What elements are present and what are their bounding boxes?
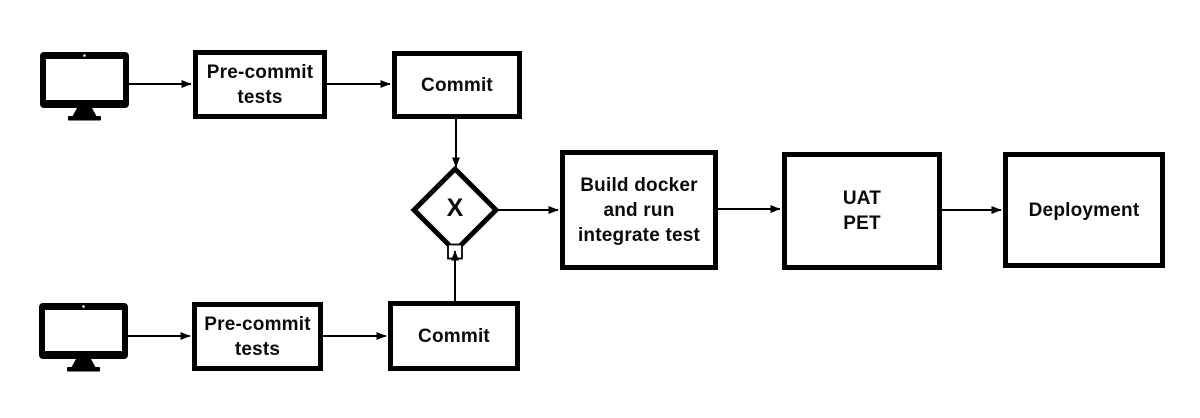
node-uat-pet: UAT PET	[782, 152, 942, 270]
node-label-line: tests	[237, 86, 283, 108]
node-commit-top: Commit	[392, 51, 522, 119]
node-precommit-tests-top: Pre-commit tests	[193, 50, 327, 119]
node-label-line: integrate test	[577, 224, 701, 246]
node-label-line: Pre-commit	[204, 313, 311, 335]
desktop-computer-icon	[39, 303, 128, 372]
node-label-line: and run	[603, 199, 675, 221]
node-label-line: tests	[234, 338, 281, 360]
node-label-line: Deployment	[1028, 199, 1140, 221]
node-label-line: Pre-commit	[206, 61, 314, 83]
node-build-docker-integrate-test: Build docker and run integrate test	[560, 150, 718, 270]
node-label-line: Commit	[421, 74, 493, 96]
node-deployment: Deployment	[1003, 152, 1165, 268]
node-label-line: UAT	[842, 188, 882, 209]
node-label-line: Commit	[418, 325, 490, 347]
desktop-computer-icon	[40, 52, 129, 121]
merge-gateway-label: X	[446, 194, 464, 222]
node-label-line: Build docker	[580, 174, 698, 196]
node-precommit-tests-bottom: Pre-commit tests	[192, 302, 323, 371]
node-commit-bottom: Commit	[388, 301, 520, 371]
node-label-line: PET	[843, 213, 881, 234]
